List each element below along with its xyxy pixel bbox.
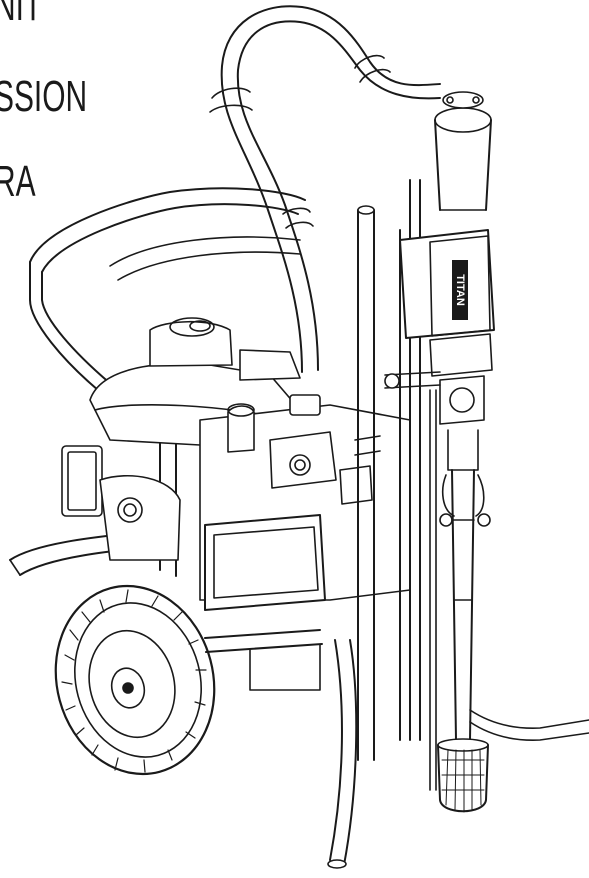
drain-hose (328, 640, 356, 868)
heading-line-2: SSION (0, 72, 88, 121)
pump-body (200, 395, 410, 610)
siphon-tube (440, 430, 490, 740)
inlet-filter-screen (438, 739, 488, 812)
pump-cylinder: TITAN (385, 92, 494, 424)
brand-label: TITAN (454, 274, 466, 306)
heading-line-3: RA (0, 157, 36, 206)
cart-wheel (35, 568, 235, 792)
heading-line-1: NIT (0, 0, 43, 30)
return-hose (470, 710, 589, 740)
axle-bar (205, 630, 322, 690)
